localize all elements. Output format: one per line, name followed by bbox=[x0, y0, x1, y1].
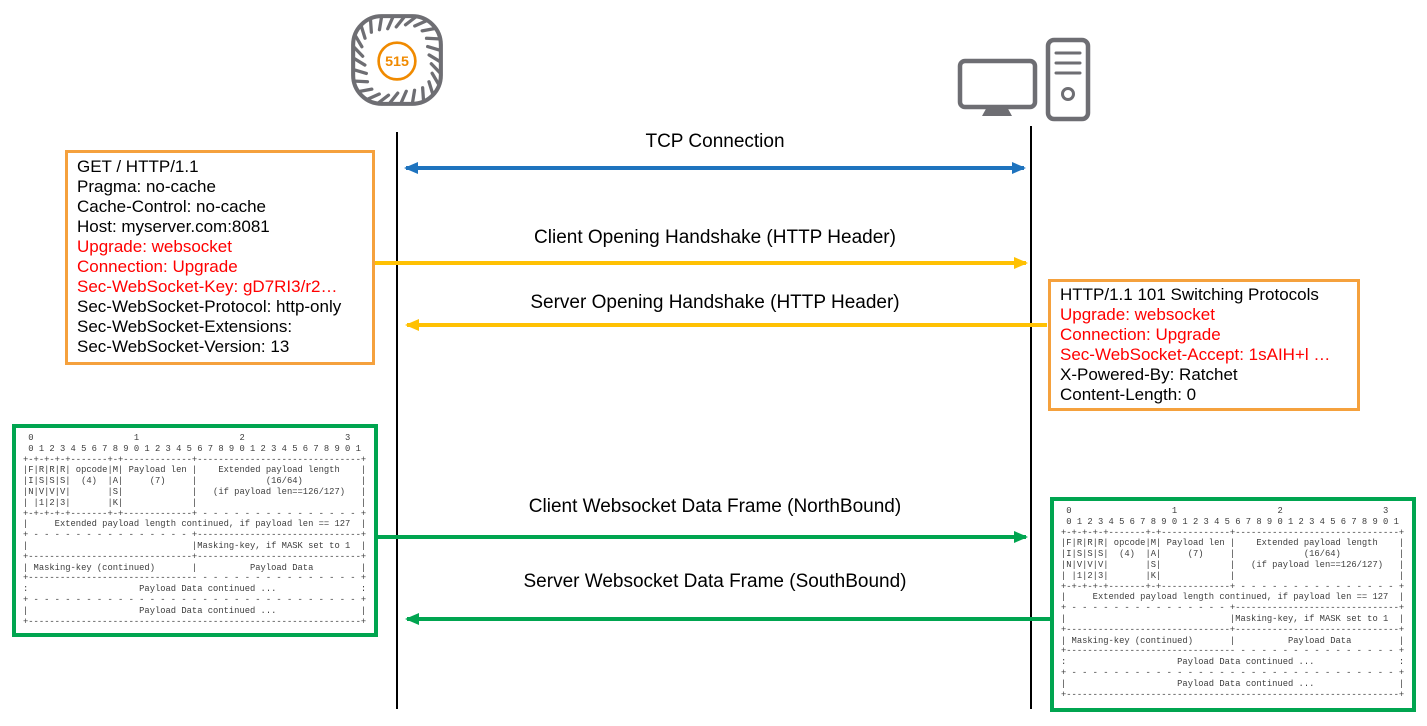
server-http-response-box: HTTP/1.1 101 Switching Protocols Upgrade… bbox=[1048, 279, 1360, 411]
websocket-frame-ascii-diagram: 0 1 2 3 0 1 2 3 4 5 6 7 8 9 0 1 2 3 4 5 … bbox=[1061, 506, 1405, 700]
monitor-stand-icon bbox=[982, 107, 1012, 116]
server-handshake-label: Server Opening Handshake (HTTP Header) bbox=[530, 292, 900, 313]
tcp-connection-label: TCP Connection bbox=[645, 131, 785, 152]
http-header-line: HTTP/1.1 101 Switching Protocols bbox=[1060, 285, 1319, 304]
server-computer-icon bbox=[957, 37, 1091, 122]
client-handshake-label: Client Opening Handshake (HTTP Header) bbox=[534, 227, 896, 248]
access-point-hatch-ticks bbox=[352, 15, 442, 105]
http-header-line: Sec-WebSocket-Protocol: http-only bbox=[77, 297, 342, 316]
access-point-badge-number: 515 bbox=[385, 54, 409, 70]
server-lifeline bbox=[1030, 126, 1032, 709]
server-data-frame-arrow bbox=[407, 617, 1051, 621]
tower-icon bbox=[1045, 37, 1091, 122]
client-data-frame-arrow bbox=[378, 535, 1026, 539]
monitor-icon bbox=[957, 58, 1038, 110]
server-handshake-arrow bbox=[407, 323, 1047, 327]
http-header-line: X-Powered-By: Ratchet bbox=[1060, 365, 1238, 384]
http-header-line: Sec-WebSocket-Key: gD7RI3/r2… bbox=[77, 277, 338, 296]
http-header-line: Cache-Control: no-cache bbox=[77, 197, 266, 216]
client-data-frame-label: Client Websocket Data Frame (NorthBound) bbox=[528, 496, 902, 517]
client-lifeline bbox=[396, 132, 398, 709]
http-header-line: Sec-WebSocket-Extensions: bbox=[77, 317, 293, 336]
tower-power-button bbox=[1061, 87, 1075, 101]
access-point-outline bbox=[351, 14, 443, 106]
access-point-icon: 515 bbox=[351, 14, 443, 106]
http-header-line: GET / HTTP/1.1 bbox=[77, 157, 199, 176]
server-websocket-frame-box: 0 1 2 3 0 1 2 3 4 5 6 7 8 9 0 1 2 3 4 5 … bbox=[1050, 497, 1416, 712]
client-websocket-frame-box: 0 1 2 3 0 1 2 3 4 5 6 7 8 9 0 1 2 3 4 5 … bbox=[12, 424, 378, 637]
client-http-request-box: GET / HTTP/1.1 Pragma: no-cache Cache-Co… bbox=[65, 150, 375, 365]
http-header-line: Connection: Upgrade bbox=[77, 257, 238, 276]
http-header-line: Sec-WebSocket-Accept: 1sAIH+l … bbox=[1060, 345, 1331, 364]
client-handshake-arrow bbox=[375, 261, 1026, 265]
server-data-frame-label: Server Websocket Data Frame (SouthBound) bbox=[523, 571, 907, 592]
http-header-line: Content-Length: 0 bbox=[1060, 385, 1197, 404]
http-header-line: Upgrade: websocket bbox=[77, 237, 232, 256]
websocket-frame-ascii-diagram: 0 1 2 3 0 1 2 3 4 5 6 7 8 9 0 1 2 3 4 5 … bbox=[23, 433, 367, 627]
access-point-badge-circle bbox=[377, 41, 417, 81]
http-header-line: Sec-WebSocket-Version: 13 bbox=[77, 337, 290, 356]
http-header-line: Upgrade: websocket bbox=[1060, 305, 1215, 324]
http-header-line: Connection: Upgrade bbox=[1060, 325, 1221, 344]
tcp-connection-arrow bbox=[406, 166, 1024, 170]
http-header-line: Pragma: no-cache bbox=[77, 177, 216, 196]
http-header-line: Host: myserver.com:8081 bbox=[77, 217, 270, 236]
